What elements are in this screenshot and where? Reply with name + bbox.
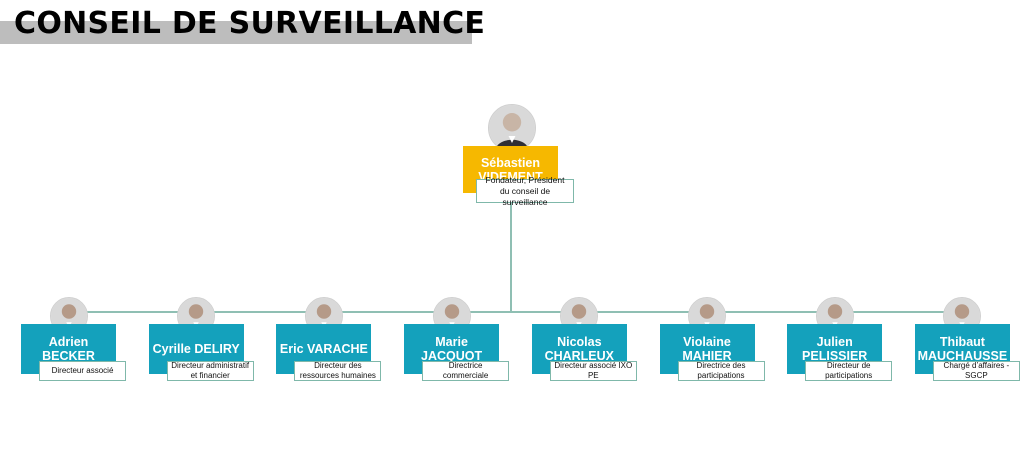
member-name: Cyrille DELIRY: [152, 342, 240, 356]
member-name: Marie JACQUOT: [421, 335, 483, 363]
member-role-box: Directeur administratif et financier: [166, 361, 254, 381]
member-name: Violaine MAHIER: [682, 335, 732, 363]
member-role: Directeur des ressources humaines: [299, 361, 376, 380]
member-role: Chargé d’affaires - SGCP: [943, 361, 1010, 380]
member-role: Directeur associé IXO PE: [554, 361, 633, 380]
member-role-box: Directeur de participations: [805, 361, 893, 381]
president-role-box: Fondateur, Président du conseil de surve…: [476, 175, 574, 207]
connector-vertical: [510, 200, 512, 312]
member-role: Directeur de participations: [825, 361, 873, 380]
title-band: [0, 21, 472, 44]
member-role: Directrice commerciale: [442, 361, 489, 380]
member-name: Adrien BECKER: [42, 335, 95, 363]
member-role-box: Directeur associé IXO PE: [549, 361, 637, 381]
member-role-box: Directrice des participations: [677, 361, 765, 381]
member-name: Thibaut MAUCHAUSSE: [917, 335, 1008, 363]
president-avatar: [488, 104, 536, 152]
president-first-name: Sébastien: [480, 155, 541, 170]
member-role: Directrice des participations: [696, 361, 746, 380]
member-role: Directeur associé: [51, 366, 114, 375]
member-name: Nicolas CHARLEUX: [544, 335, 615, 363]
member-role-box: Directeur des ressources humaines: [294, 361, 382, 381]
member-name: Julien PELISSIER: [802, 335, 868, 363]
member-role-box: Directrice commerciale: [422, 361, 510, 381]
president-role: Fondateur, Président du conseil de surve…: [485, 174, 565, 207]
member-role-box: Directeur associé: [39, 361, 126, 381]
member-role-box: Chargé d’affaires - SGCP: [932, 361, 1020, 381]
connector-horizontal: [68, 311, 956, 313]
member-name: Eric VARACHE: [279, 342, 368, 356]
member-role: Directeur administratif et financier: [171, 361, 250, 380]
page-title: CONSEIL DE SURVEILLANCE: [14, 6, 486, 41]
person-photo-icon: [489, 105, 535, 151]
